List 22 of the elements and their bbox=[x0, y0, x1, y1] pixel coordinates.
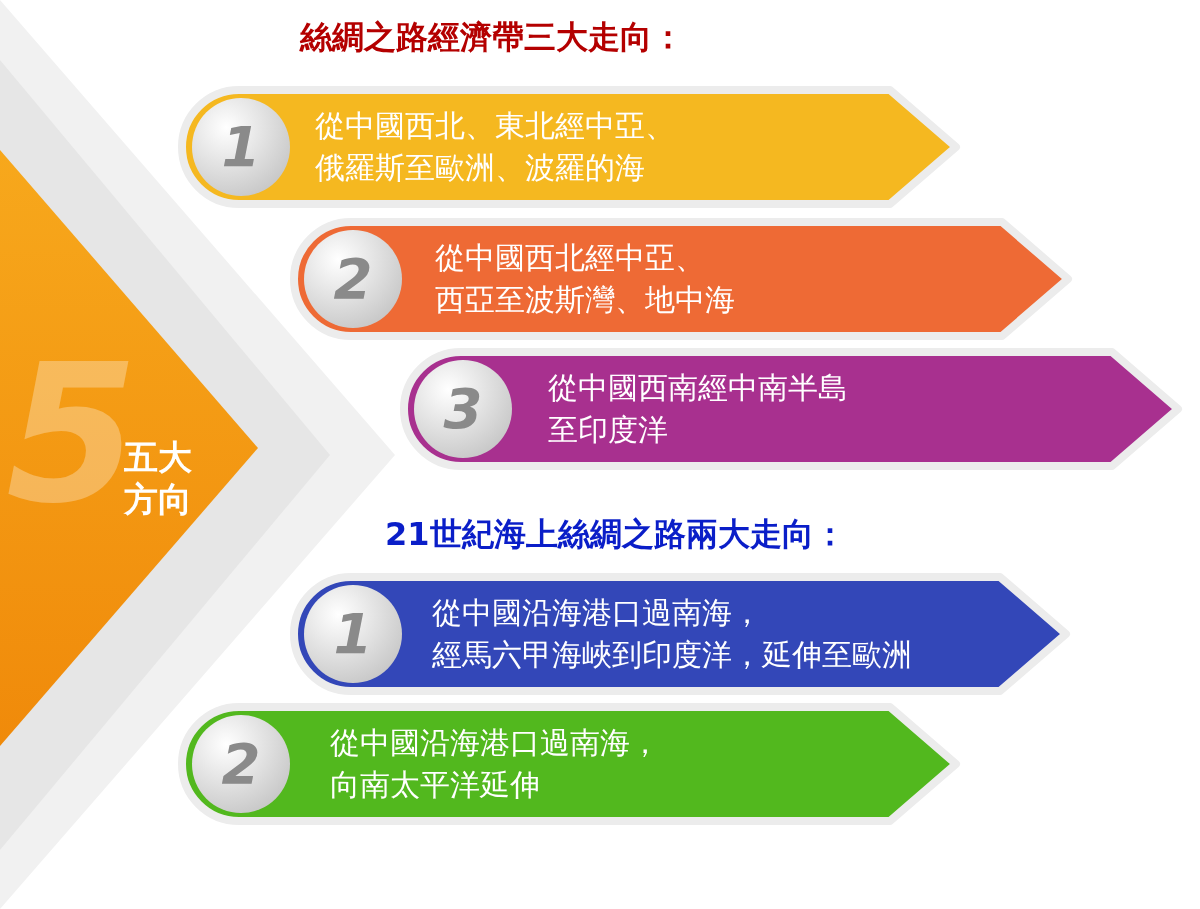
step-number: 2 bbox=[220, 730, 262, 798]
banner-text: 從中國沿海港口過南海，經馬六甲海峽到印度洋，延伸至歐洲 bbox=[432, 594, 912, 674]
step-number: 3 bbox=[442, 375, 484, 443]
number-circle bbox=[304, 230, 402, 328]
number-circle bbox=[414, 360, 512, 458]
arrow-banner bbox=[290, 573, 1070, 695]
arrow-banner bbox=[290, 218, 1072, 340]
step-number: 2 bbox=[332, 245, 374, 313]
number-circle bbox=[304, 585, 402, 683]
arrow-banner bbox=[178, 703, 960, 825]
step-number: 1 bbox=[220, 113, 262, 181]
arrow-banner bbox=[400, 348, 1182, 470]
section-heading: 21世紀海上絲綢之路兩大走向： bbox=[385, 514, 846, 555]
number-circle bbox=[192, 715, 290, 813]
arrow-banner bbox=[178, 86, 960, 208]
step-number: 1 bbox=[332, 600, 374, 668]
banner-text: 從中國西南經中南半島至印度洋 bbox=[548, 369, 848, 449]
banner-text: 從中國西北、東北經中亞、俄羅斯至歐洲、波羅的海 bbox=[315, 107, 675, 187]
section-heading: 絲綢之路經濟帶三大走向： bbox=[300, 17, 684, 58]
banner-text: 從中國沿海港口過南海，向南太平洋延伸 bbox=[330, 724, 660, 804]
banner-text: 從中國西北經中亞、西亞至波斯灣、地中海 bbox=[435, 239, 735, 319]
number-circle bbox=[192, 98, 290, 196]
